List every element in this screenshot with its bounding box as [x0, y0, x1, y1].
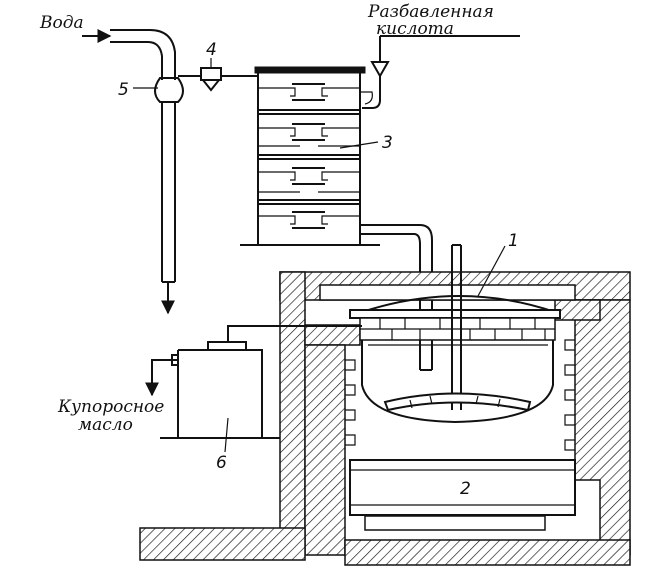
- callout-2: 2: [460, 479, 471, 499]
- leader-6: [224, 417, 229, 453]
- label-vitriol-2: масло: [78, 415, 133, 435]
- brick-lining: [359, 317, 556, 341]
- product-pipe: [227, 325, 362, 342]
- callout-5: 5: [118, 80, 129, 100]
- furnace-floor: [344, 539, 631, 566]
- furnace-2: [139, 271, 631, 566]
- reactor-bowl: [361, 340, 554, 424]
- leader-1: [477, 245, 506, 297]
- grate: [364, 515, 546, 531]
- label-dilute-acid-1: Разбавленная: [367, 2, 494, 22]
- callout-4: 4: [206, 40, 217, 60]
- product-line: [227, 325, 362, 342]
- column-cap: [254, 66, 366, 74]
- reactor-dome: [361, 295, 556, 313]
- column-trays: [258, 83, 360, 229]
- right-corrugation: [564, 339, 575, 451]
- callout-3: 3: [382, 133, 393, 153]
- furnace-left-inner-wall: [304, 344, 346, 556]
- tank-outlet: [151, 359, 178, 392]
- anchor-stirrer: [383, 392, 532, 412]
- acid-feed-inlet: [360, 91, 373, 105]
- acid-feed: [360, 35, 520, 109]
- furnace-left-ledge: [304, 324, 361, 346]
- valve-4-body: [200, 67, 222, 81]
- label-water: Вода: [39, 13, 84, 33]
- tank-body: [177, 349, 263, 438]
- furnace-left-outer-wall: [279, 271, 306, 531]
- tank-6: [145, 341, 280, 453]
- reactor-1: [349, 244, 561, 424]
- condenser-5: [82, 29, 184, 315]
- column-3: [240, 66, 380, 246]
- reactor-flange: [349, 309, 561, 319]
- column-to-reactor-pipe: [360, 224, 433, 371]
- column-sections: [258, 109, 360, 205]
- furnace-top-recess: [319, 284, 576, 301]
- furnace-right-ledge: [554, 299, 601, 321]
- vapor-line: [178, 58, 258, 92]
- condenser-inlet-pipe: [110, 29, 176, 80]
- furnace-base-slab: [139, 527, 306, 561]
- tank-hatch: [207, 341, 247, 351]
- flue-channel: [349, 459, 576, 516]
- leader-3: [339, 141, 379, 149]
- callout-6: 6: [216, 453, 227, 473]
- left-corrugation: [345, 359, 356, 446]
- acid-funnel: [370, 61, 390, 79]
- furnace-right-wall: [574, 299, 631, 556]
- valve-4-cone: [200, 79, 222, 92]
- condenser-bulb: [154, 77, 184, 103]
- callout-1: 1: [508, 231, 519, 251]
- label-vitriol-1: Купоросное: [57, 397, 164, 417]
- label-dilute-acid-2: кислота: [376, 19, 454, 39]
- acid-feed-trap: [362, 76, 381, 109]
